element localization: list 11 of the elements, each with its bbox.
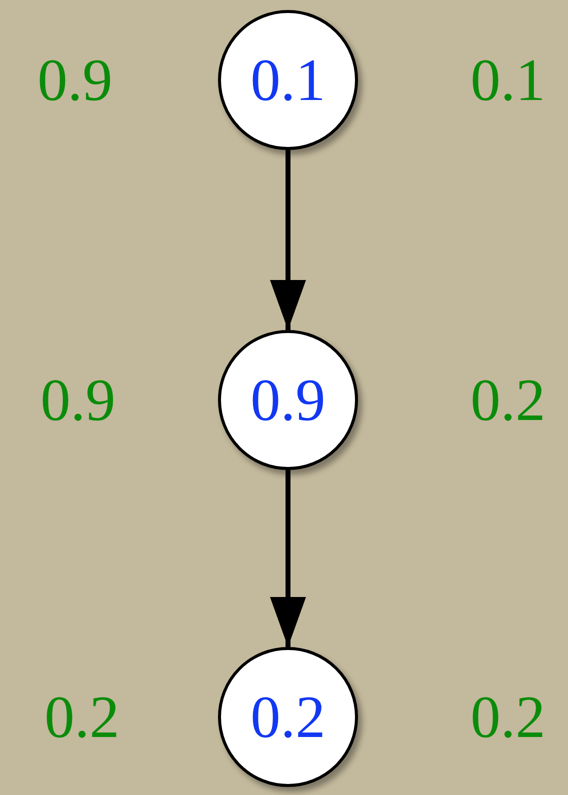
node-value: 0.2 xyxy=(250,687,326,747)
probability-label: 0.9 xyxy=(38,50,112,110)
probability-label: 0.1 xyxy=(470,50,546,110)
probability-label: 0.2 xyxy=(44,687,120,747)
node-value: 0.9 xyxy=(250,370,326,430)
probability-label: 0.2 xyxy=(470,370,546,430)
arrow xyxy=(270,470,306,647)
arrow xyxy=(270,150,306,330)
probability-label: 0.2 xyxy=(470,687,546,747)
probability-label: 0.9 xyxy=(40,370,116,430)
node-value: 0.1 xyxy=(250,50,326,110)
